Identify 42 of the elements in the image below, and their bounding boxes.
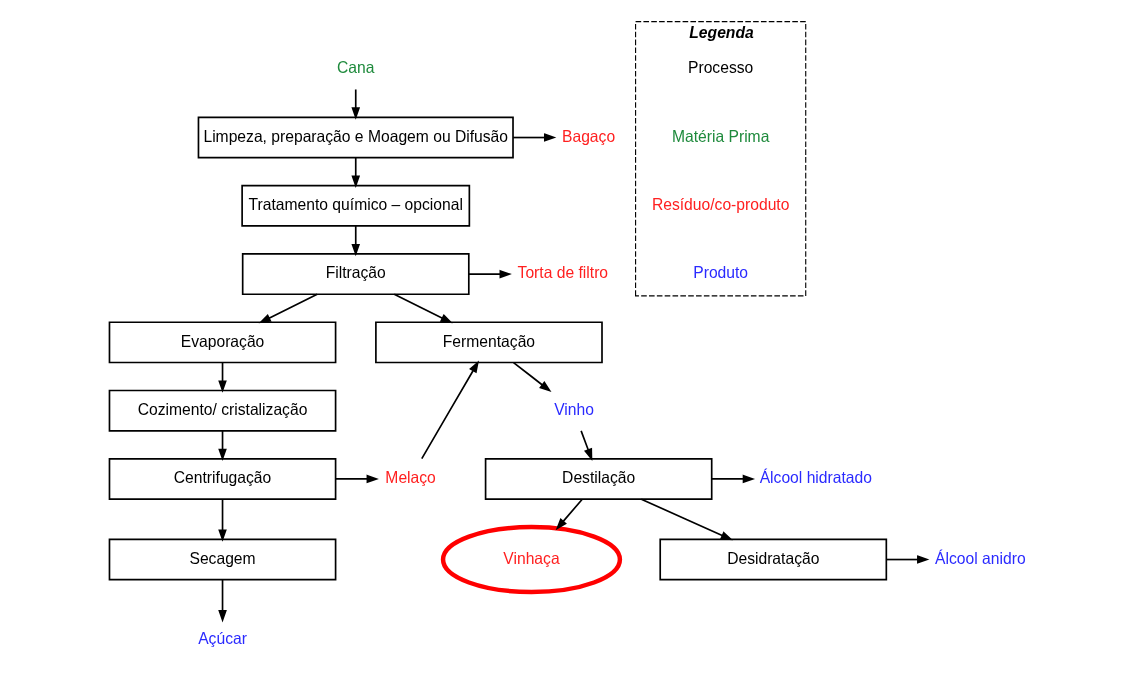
node-text: Torta de filtro bbox=[517, 264, 609, 282]
arrow bbox=[420, 360, 479, 460]
node-text: Melaço bbox=[385, 469, 436, 487]
arrow bbox=[351, 225, 361, 257]
arrow bbox=[334, 474, 379, 484]
node-box: Desidratação bbox=[659, 538, 888, 581]
arrow bbox=[512, 133, 557, 142]
arrow bbox=[711, 474, 756, 484]
node-box: Filtração bbox=[241, 253, 470, 296]
node-text: Álcool anidro bbox=[935, 549, 1026, 567]
arrow bbox=[885, 555, 930, 564]
legend-label: Produto bbox=[693, 264, 749, 282]
node-box: Evaporação bbox=[108, 321, 337, 364]
node-box: Fermentação bbox=[375, 321, 603, 364]
node-box: Destilação bbox=[484, 457, 713, 500]
arrow bbox=[351, 156, 361, 188]
node-box: Tratamento químico – opcional bbox=[241, 184, 471, 227]
arrow bbox=[218, 430, 227, 462]
node-box: Cozimento/ cristalização bbox=[108, 389, 337, 432]
arrow bbox=[512, 361, 552, 393]
arrow bbox=[218, 498, 227, 542]
legend-label: Processo bbox=[688, 59, 754, 77]
node-text: Cana bbox=[337, 59, 375, 77]
node-text: Açúcar bbox=[198, 630, 247, 648]
legend-label: Resíduo/co-produto bbox=[651, 195, 790, 213]
arrow bbox=[580, 430, 593, 461]
arrow bbox=[468, 269, 512, 279]
arrow bbox=[218, 361, 227, 393]
node-text: Álcool hidratado bbox=[759, 469, 872, 487]
arrow bbox=[640, 498, 733, 541]
node-text: Vinho bbox=[554, 400, 594, 418]
node-box: Secagem bbox=[108, 538, 337, 581]
legend-label: Matéria Prima bbox=[671, 127, 770, 145]
node-text: Bagaço bbox=[562, 127, 616, 145]
arrow bbox=[555, 498, 583, 531]
arrow bbox=[218, 579, 227, 623]
node-box: Centrifugação bbox=[108, 457, 337, 500]
arrow bbox=[351, 88, 361, 120]
node-ellipse: Vinhaça bbox=[440, 524, 623, 595]
arrow bbox=[258, 293, 319, 324]
arrow bbox=[393, 293, 453, 324]
node-box: Limpeza, preparação e Moagem ou Difusão bbox=[197, 116, 514, 159]
